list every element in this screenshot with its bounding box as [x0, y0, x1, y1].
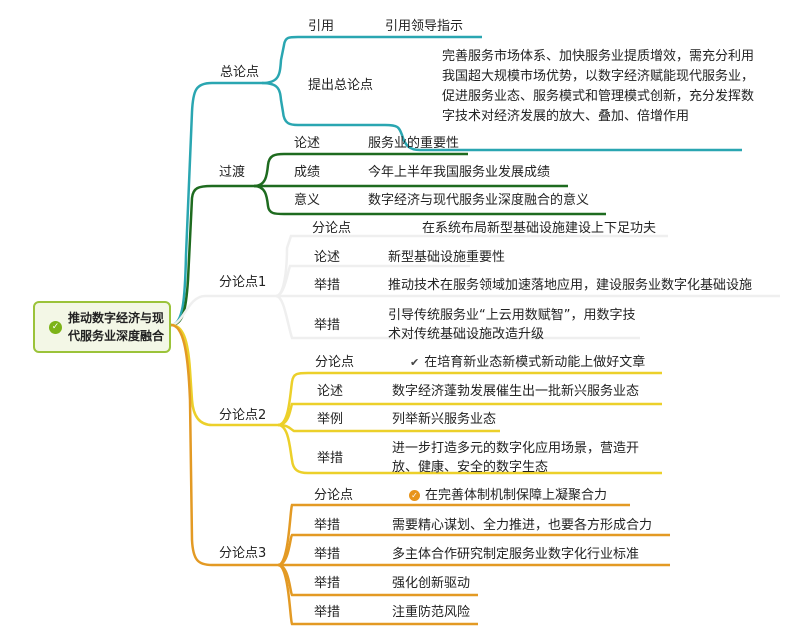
node-label[interactable]: 论述 [294, 136, 321, 151]
check-icon: ✔ [410, 356, 420, 369]
node-label[interactable]: 举措 [317, 451, 344, 466]
node-detail[interactable]: 推动技术在服务领域加速落地应用，建设服务业数字化基础设施 [388, 278, 753, 293]
node-detail[interactable]: 完善服务市场体系、加快服务业提质增效，需充分利用我国超大规模市场优势，以数字经济… [442, 49, 755, 124]
node-label[interactable]: 举措 [314, 605, 341, 620]
connector-root-fenlundian3 [170, 323, 278, 567]
node-label[interactable]: 成绩 [294, 165, 321, 180]
checkmark-icon: ✓ [49, 320, 62, 334]
node-item[interactable]: ✔ 在培育新业态新模式新动能上做好文章 [410, 353, 645, 372]
node-label[interactable]: 举措 [314, 318, 341, 333]
node-detail[interactable]: 引用领导指示 [385, 19, 464, 34]
node-detail: 在完善体制机制保障上凝聚合力 [425, 488, 608, 503]
node-label[interactable]: 举措 [314, 547, 341, 562]
node-detail[interactable]: 多主体合作研究制定服务业数字化行业标准 [392, 547, 640, 562]
orange-check-icon: ✓ [409, 490, 420, 501]
node-label[interactable]: 提出总论点 [308, 78, 374, 93]
node-label[interactable]: 分论点 [312, 221, 352, 236]
node-label[interactable]: 分论点 [315, 355, 355, 370]
connector-root-fenlundian1 [170, 294, 276, 327]
root-title: 推动数字经济与现代服务业深度融合 [68, 311, 165, 343]
branch-label-fenlundian3[interactable]: 分论点3 [219, 546, 267, 561]
node-detail[interactable]: 强化创新驱动 [392, 576, 471, 591]
node-detail: 在培育新业态新模式新动能上做好文章 [424, 355, 646, 370]
node-detail[interactable]: 今年上半年我国服务业发展成绩 [368, 165, 551, 180]
node-detail[interactable]: 在系统布局新型基础设施建设上下足功夫 [422, 221, 657, 236]
node-detail[interactable]: 进一步打造多元的数字化应用场景，营造开放、健康、安全的数字生态 [392, 441, 640, 475]
node-label[interactable]: 举措 [314, 278, 341, 293]
node-label[interactable]: 论述 [317, 384, 344, 399]
node-label[interactable]: 论述 [314, 250, 341, 265]
root-node[interactable]: ✓ 推动数字经济与现代服务业深度融合 [33, 301, 171, 353]
branch-connectors-fenlundian3 [170, 323, 670, 626]
node-detail[interactable]: 引导传统服务业“上云用数赋智”，用数字技术对传统基础设施改造升级 [388, 308, 636, 342]
node-detail[interactable]: 数字经济与现代服务业深度融合的意义 [368, 193, 590, 208]
node-item[interactable]: ✓ 在完善体制机制保障上凝聚合力 [409, 486, 607, 505]
connector-root-fenlundian2 [170, 323, 278, 427]
node-label[interactable]: 引用 [308, 19, 335, 34]
node-label[interactable]: 举措 [314, 518, 341, 533]
node-label[interactable]: 分论点 [314, 488, 354, 503]
node-detail[interactable]: 新型基础设施重要性 [388, 250, 506, 265]
node-detail[interactable]: 列举新兴服务业态 [392, 412, 497, 427]
branch-label-fenlundian2[interactable]: 分论点2 [219, 408, 267, 423]
node-label[interactable]: 意义 [294, 193, 321, 208]
node-label[interactable]: 举例 [317, 412, 344, 427]
node-label[interactable]: 举措 [314, 576, 341, 591]
node-detail[interactable]: 需要精心谋划、全力推进，也要各方形成合力 [392, 518, 653, 533]
node-detail[interactable]: 注重防范风险 [392, 605, 471, 620]
node-detail[interactable]: 数字经济蓬勃发展催生出一批新兴服务业态 [392, 384, 640, 399]
branch-connectors-fenlundian1 [170, 234, 780, 340]
branch-label-guodu[interactable]: 过渡 [219, 165, 246, 180]
node-detail[interactable]: 服务业的重要性 [368, 136, 460, 151]
branch-label-zonglundian[interactable]: 总论点 [220, 65, 260, 80]
branch-connectors-fenlundian2 [170, 323, 662, 475]
branch-label-fenlundian1[interactable]: 分论点1 [219, 275, 267, 290]
